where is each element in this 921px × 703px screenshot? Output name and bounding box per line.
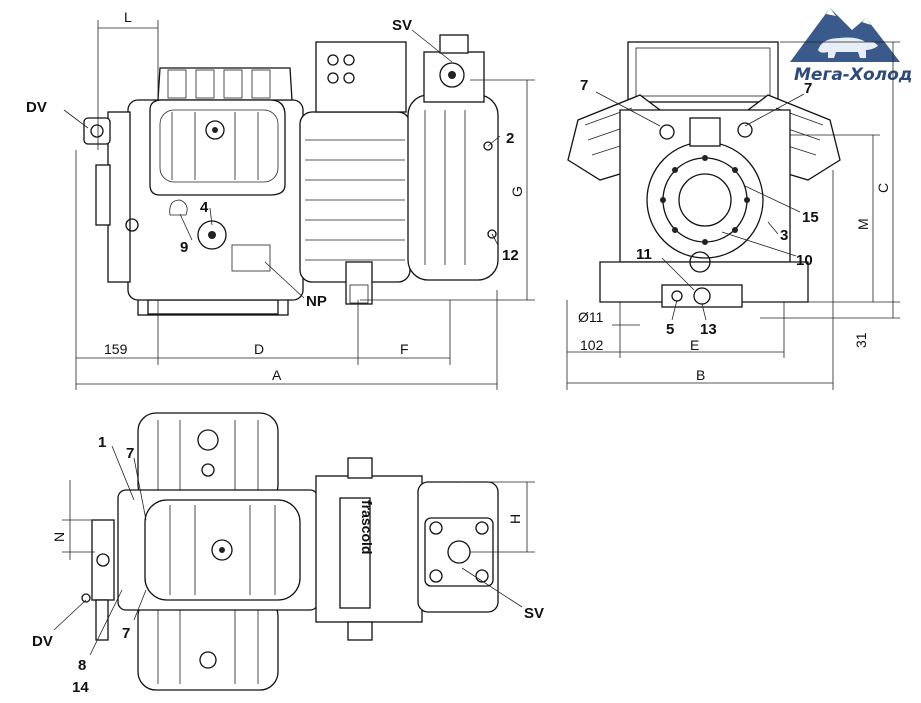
dim-phi11: Ø11 (578, 309, 604, 325)
dim-b: B (696, 367, 705, 383)
label-11: 11 (636, 246, 652, 263)
side-view (83, 34, 499, 316)
label-10: 10 (796, 252, 813, 269)
label-sv-top: SV (392, 17, 412, 34)
label-9: 9 (180, 239, 188, 256)
dimension-labels: L G 159 D F A C M Ø11 102 E 31 B H N (51, 9, 891, 542)
callout-labels: SV DV 2 4 9 12 NP 7 7 15 3 11 10 5 13 1 … (26, 17, 819, 696)
dim-n: N (51, 532, 67, 542)
dim-31: 31 (853, 332, 869, 348)
logo: Мега-Холод (790, 8, 913, 85)
label-sv-bottom: SV (524, 605, 544, 622)
dim-l: L (124, 9, 132, 25)
dimension-lines (62, 20, 900, 560)
logo-text: Мега-Холод (794, 65, 913, 85)
label-5: 5 (666, 321, 674, 338)
label-3: 3 (780, 227, 788, 244)
dim-e: E (690, 337, 699, 353)
label-2: 2 (506, 130, 514, 147)
label-12: 12 (502, 247, 519, 264)
dim-c: C (875, 183, 891, 193)
label-7c: 7 (126, 445, 134, 462)
end-view (567, 41, 841, 308)
label-14: 14 (72, 679, 89, 696)
dim-102: 102 (580, 337, 604, 353)
logo-mountains (790, 8, 900, 62)
label-13: 13 (700, 321, 717, 338)
dim-a: A (272, 367, 282, 383)
label-dv-bottom: DV (32, 633, 53, 650)
label-np: NP (306, 293, 327, 310)
label-7b: 7 (804, 80, 812, 97)
dim-g: G (509, 186, 525, 197)
dim-d: D (254, 341, 264, 357)
label-8: 8 (78, 657, 86, 674)
top-view: frascold (81, 412, 499, 691)
label-dv-left: DV (26, 99, 47, 116)
dim-h: H (507, 514, 523, 524)
label-4: 4 (200, 199, 209, 216)
brand-plate: frascold (359, 500, 375, 554)
label-1: 1 (98, 434, 106, 451)
dim-159: 159 (104, 341, 128, 357)
leader-lines (53, 29, 805, 656)
bear-icon (818, 37, 878, 58)
label-7a: 7 (580, 77, 588, 94)
dim-m: M (855, 218, 871, 230)
label-15: 15 (802, 209, 819, 226)
dim-f: F (400, 341, 409, 357)
label-7d: 7 (122, 625, 130, 642)
